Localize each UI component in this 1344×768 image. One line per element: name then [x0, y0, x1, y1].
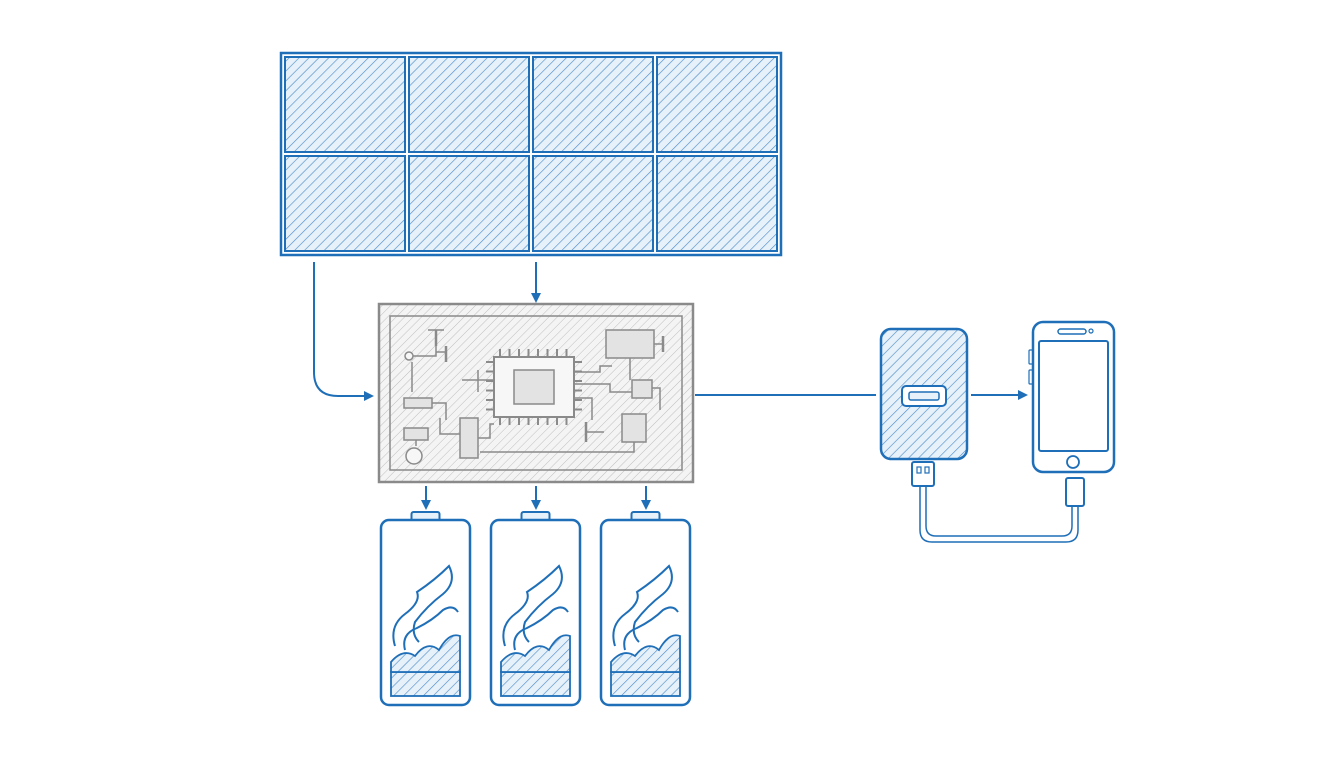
battery-icon [489, 511, 582, 707]
connection-controller-to-batteries [421, 486, 651, 510]
power-bank-icon [879, 327, 969, 461]
circuit-board-icon [377, 302, 695, 484]
solar-cell [284, 56, 406, 153]
solar-cell [532, 155, 654, 252]
smartphone-icon [1028, 320, 1116, 474]
solar-cell [532, 56, 654, 153]
solar-cell [656, 56, 778, 153]
solar-cell [656, 155, 778, 252]
solar-cell [408, 155, 530, 252]
usb-cable-icon [911, 461, 1085, 543]
battery-bank [379, 511, 692, 707]
solar-panel-cells [284, 56, 778, 252]
solar-cell [408, 56, 530, 153]
battery-icon [379, 511, 472, 707]
usb-port-icon [901, 385, 947, 407]
battery-icon [599, 511, 692, 707]
circuit-components-right [574, 329, 665, 443]
solar-cell [284, 155, 406, 252]
circuit-components [403, 329, 635, 465]
connection-solar-to-controller [313, 262, 541, 401]
microchip-icon [486, 349, 582, 425]
solar-panel-icon [279, 51, 783, 257]
